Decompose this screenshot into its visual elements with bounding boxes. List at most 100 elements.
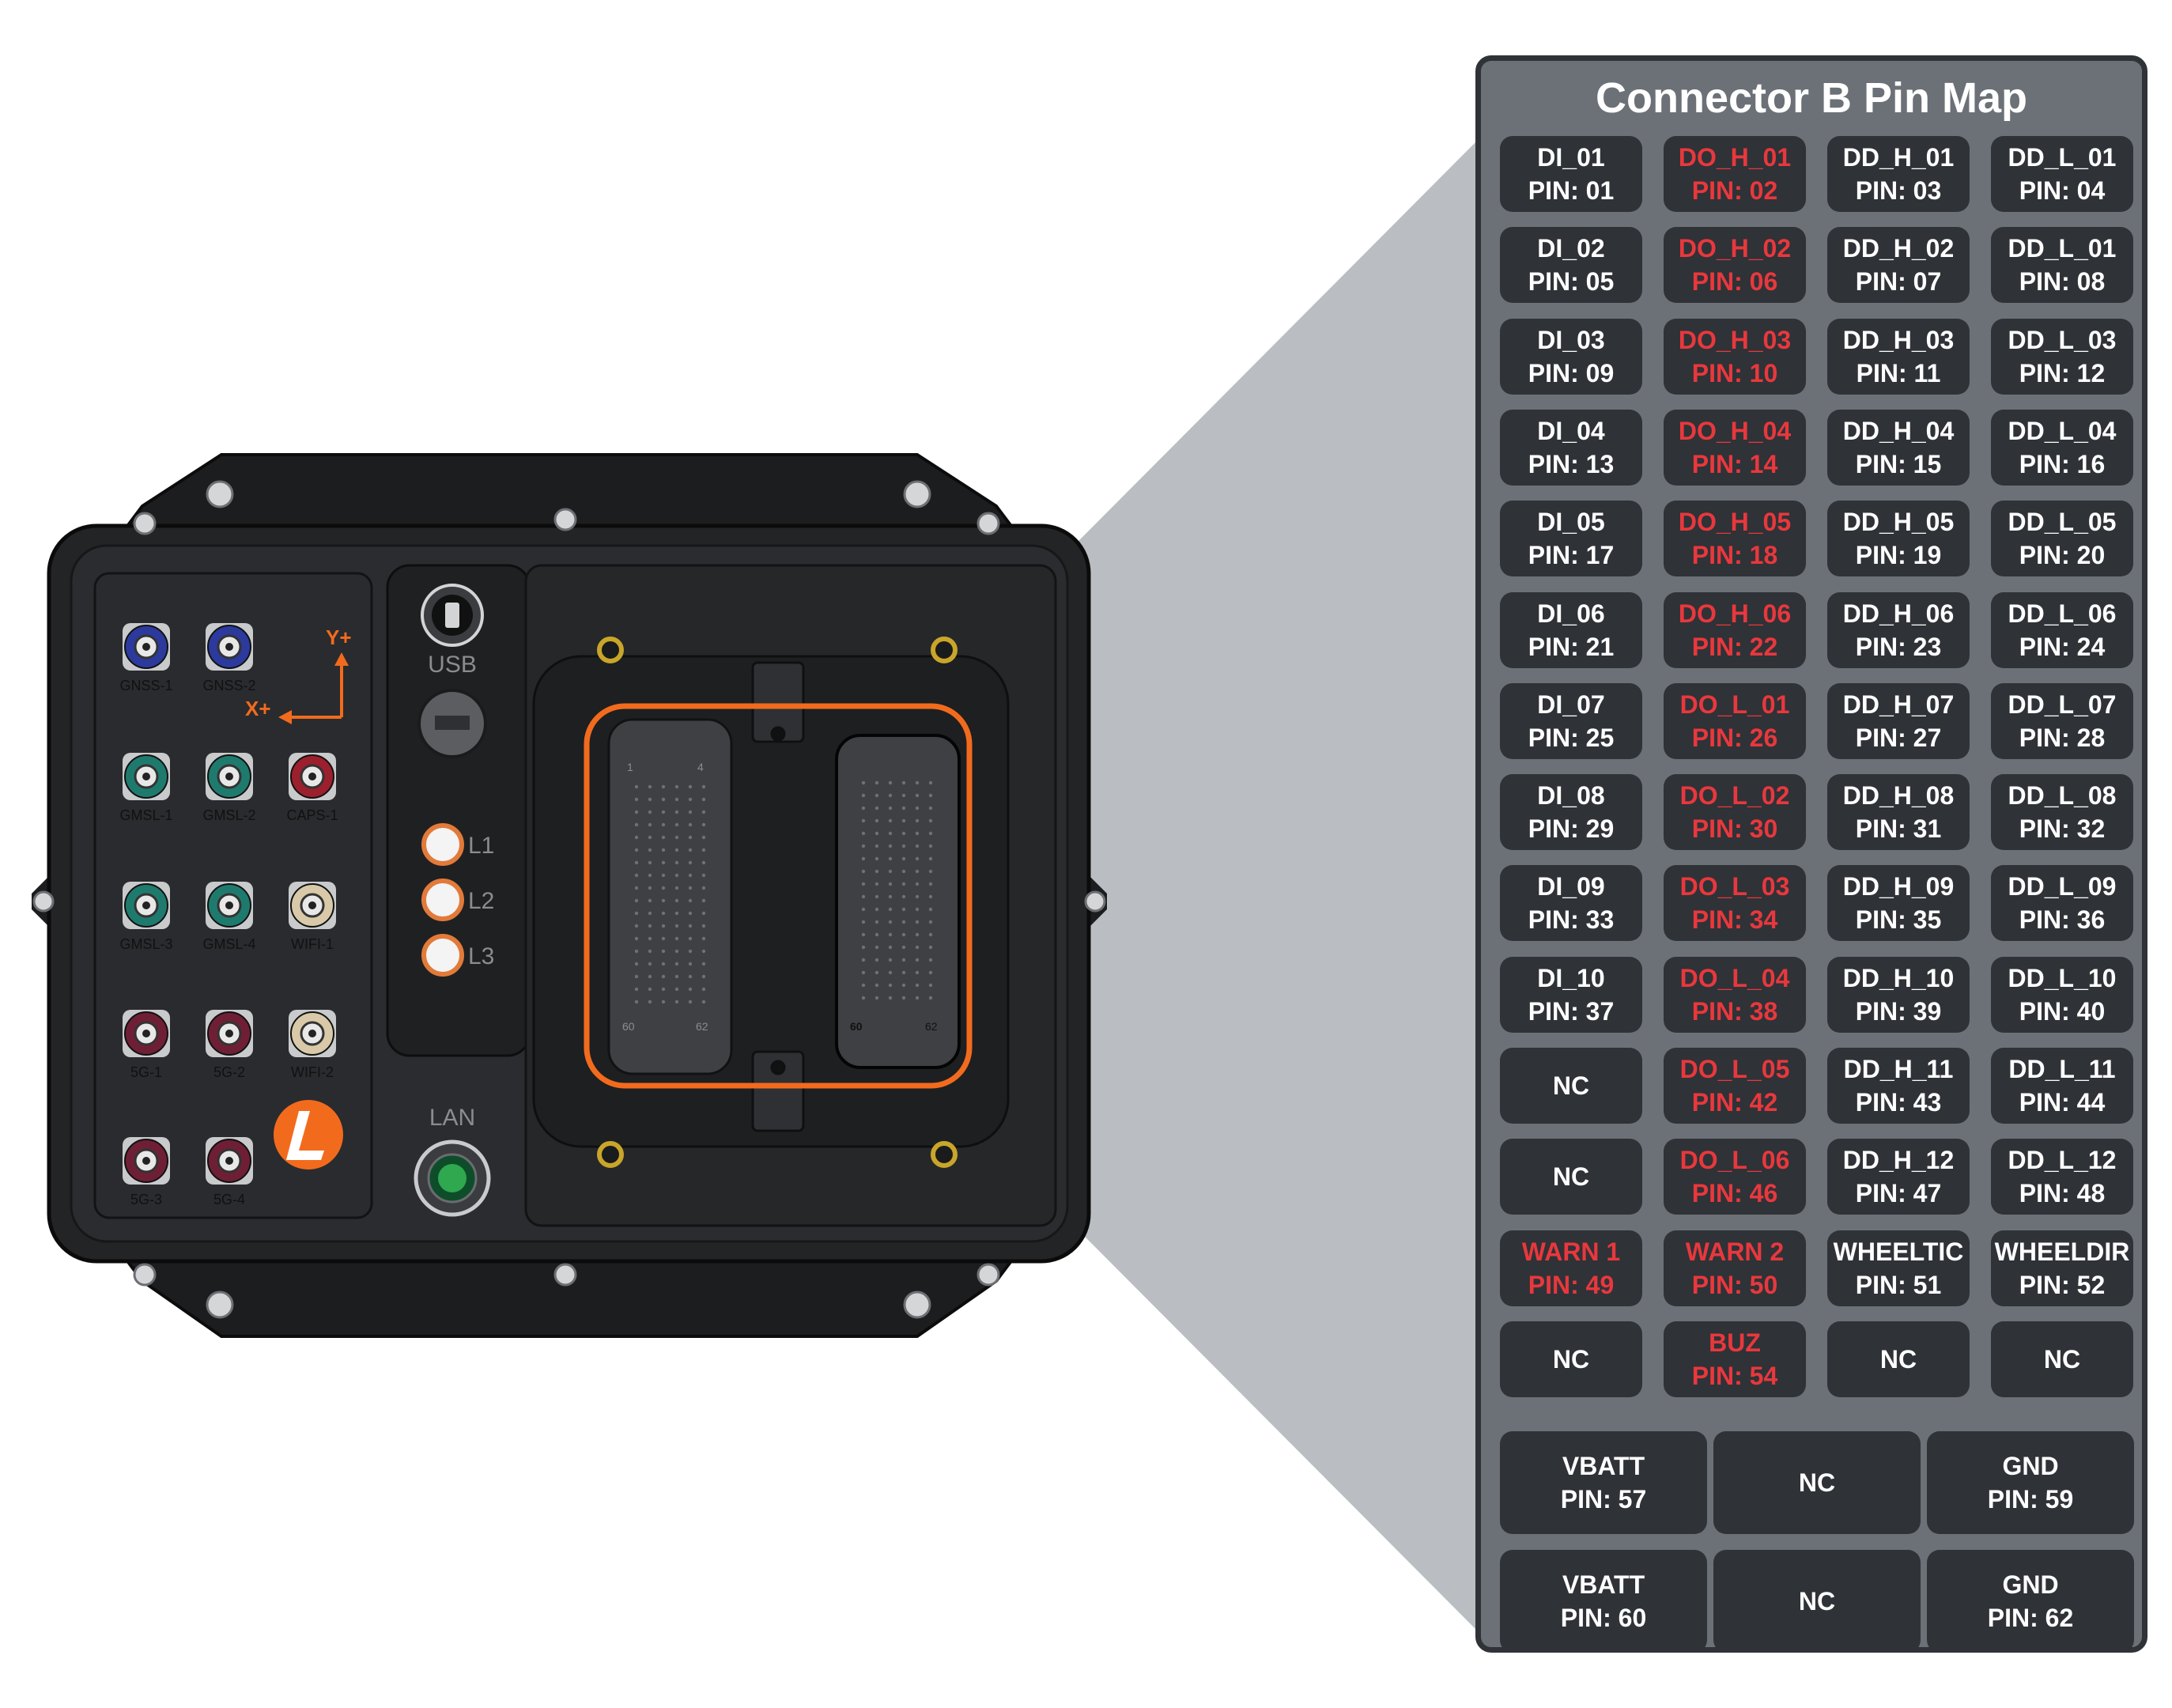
pin-number: PIN: 10 bbox=[1691, 358, 1778, 387]
pin-number: PIN: 36 bbox=[2019, 905, 2106, 935]
connector-pin-dot bbox=[701, 873, 706, 878]
connector-pin-dot bbox=[674, 974, 679, 979]
connector-gasket bbox=[584, 703, 973, 1089]
coax-port-label: GNSS-1 bbox=[119, 678, 172, 693]
connector-pin-dot bbox=[861, 793, 866, 798]
pin-signal-name: DO_L_01 bbox=[1679, 690, 1790, 719]
connector-pin-dot bbox=[874, 780, 879, 785]
connector-pin-dot bbox=[928, 907, 933, 912]
connector-pin-dot bbox=[674, 797, 679, 802]
connector-pin-dot bbox=[701, 886, 706, 890]
pin-signal-name: DD_H_09 bbox=[1842, 872, 1955, 901]
connector-pin-dot bbox=[915, 983, 920, 988]
connector-pin-dot bbox=[874, 932, 879, 937]
coax-port-icon[interactable] bbox=[123, 882, 170, 929]
connector-pin-dot bbox=[634, 835, 639, 840]
status-led-icon bbox=[421, 879, 464, 921]
coax-port-icon[interactable] bbox=[206, 753, 253, 800]
coax-port-icon[interactable] bbox=[123, 623, 170, 671]
connector-pin-dot bbox=[701, 898, 706, 903]
usb-port-icon[interactable] bbox=[421, 584, 484, 647]
pin-cell: NC bbox=[1827, 1321, 1970, 1397]
pin-cell: NC bbox=[1500, 1139, 1642, 1215]
connector-pin-dot bbox=[661, 924, 666, 928]
pin-signal-name: DI_07 bbox=[1537, 690, 1605, 719]
connector-pin-dot bbox=[648, 936, 652, 941]
connector-pin-dot bbox=[674, 962, 679, 966]
connector-pin-dot bbox=[901, 945, 906, 950]
coax-port-icon[interactable] bbox=[123, 1010, 170, 1057]
connector-pin-dot bbox=[928, 920, 933, 924]
pin-number: PIN: 22 bbox=[1691, 632, 1778, 661]
pin-signal-name: DI_04 bbox=[1537, 416, 1605, 445]
lan-port-icon[interactable] bbox=[414, 1139, 491, 1217]
connector-pin-dot bbox=[701, 974, 706, 979]
connector-pin-dot bbox=[874, 907, 879, 912]
pin-signal-name: WHEELTIC bbox=[1833, 1237, 1964, 1266]
coax-port-icon[interactable] bbox=[123, 1137, 170, 1185]
connector-pin-dot bbox=[634, 810, 639, 814]
connector-pin-dot bbox=[915, 932, 920, 937]
connector-pin-dot bbox=[648, 810, 652, 814]
coax-port-icon[interactable] bbox=[206, 1137, 253, 1185]
connector-pin-dot bbox=[674, 936, 679, 941]
coax-port-label: WIFI-1 bbox=[291, 936, 334, 952]
connector-pin-dot bbox=[928, 958, 933, 962]
connector-pin-dot bbox=[634, 873, 639, 878]
connector-pin-dot bbox=[648, 949, 652, 954]
connector-pin-dot bbox=[861, 932, 866, 937]
connector-pin-dot bbox=[674, 987, 679, 992]
coax-port-icon[interactable] bbox=[289, 882, 336, 929]
pin-number: PIN: 07 bbox=[1855, 267, 1942, 297]
coax-port-icon[interactable] bbox=[206, 623, 253, 671]
coax-port-label: CAPS-1 bbox=[286, 807, 338, 823]
coax-port-icon[interactable] bbox=[289, 753, 336, 800]
coax-port-icon[interactable] bbox=[289, 1010, 336, 1057]
connector-pin-dot bbox=[661, 873, 666, 878]
connector-pin-dot bbox=[634, 924, 639, 928]
coax-port-icon[interactable] bbox=[123, 753, 170, 800]
coax-port-icon[interactable] bbox=[206, 1010, 253, 1057]
coax-port-icon[interactable] bbox=[206, 882, 253, 929]
connector-pin-dot bbox=[648, 911, 652, 916]
pin-number: PIN: 02 bbox=[1691, 176, 1778, 205]
connector-pin-dot bbox=[901, 932, 906, 937]
connector-pin-dot bbox=[861, 806, 866, 811]
lid-screw-icons bbox=[597, 637, 958, 1168]
connector-pin-dot bbox=[888, 894, 893, 899]
connector-pin-dot bbox=[901, 882, 906, 886]
pin-number: PIN: 23 bbox=[1855, 632, 1942, 661]
connector-pin-dot bbox=[915, 907, 920, 912]
connector-pin-dot bbox=[901, 793, 906, 798]
connector-pin-dot bbox=[661, 797, 666, 802]
connector-pin-dot bbox=[888, 932, 893, 937]
pin-signal-name: DD_H_11 bbox=[1843, 1055, 1954, 1083]
service-button-icon[interactable] bbox=[417, 689, 487, 758]
connector-pin-dot bbox=[648, 987, 652, 992]
status-led-icon bbox=[421, 823, 464, 866]
pin-number: PIN: 15 bbox=[1855, 449, 1942, 478]
pin-number: PIN: 49 bbox=[1528, 1270, 1615, 1299]
connector-pin-dot bbox=[915, 856, 920, 861]
connector-pin-dot bbox=[701, 835, 706, 840]
pin-signal-name: VBATT bbox=[1562, 1452, 1645, 1480]
connector-pin-dot bbox=[661, 822, 666, 827]
pin-signal-name: DD_L_09 bbox=[2008, 872, 2117, 901]
connector-pin-dot bbox=[901, 894, 906, 899]
pin-signal-name: DO_H_05 bbox=[1678, 508, 1792, 537]
connector-pin-dot bbox=[901, 983, 906, 988]
connector-pin-dot bbox=[701, 784, 706, 789]
pin-signal-name: NC bbox=[1879, 1344, 1917, 1374]
